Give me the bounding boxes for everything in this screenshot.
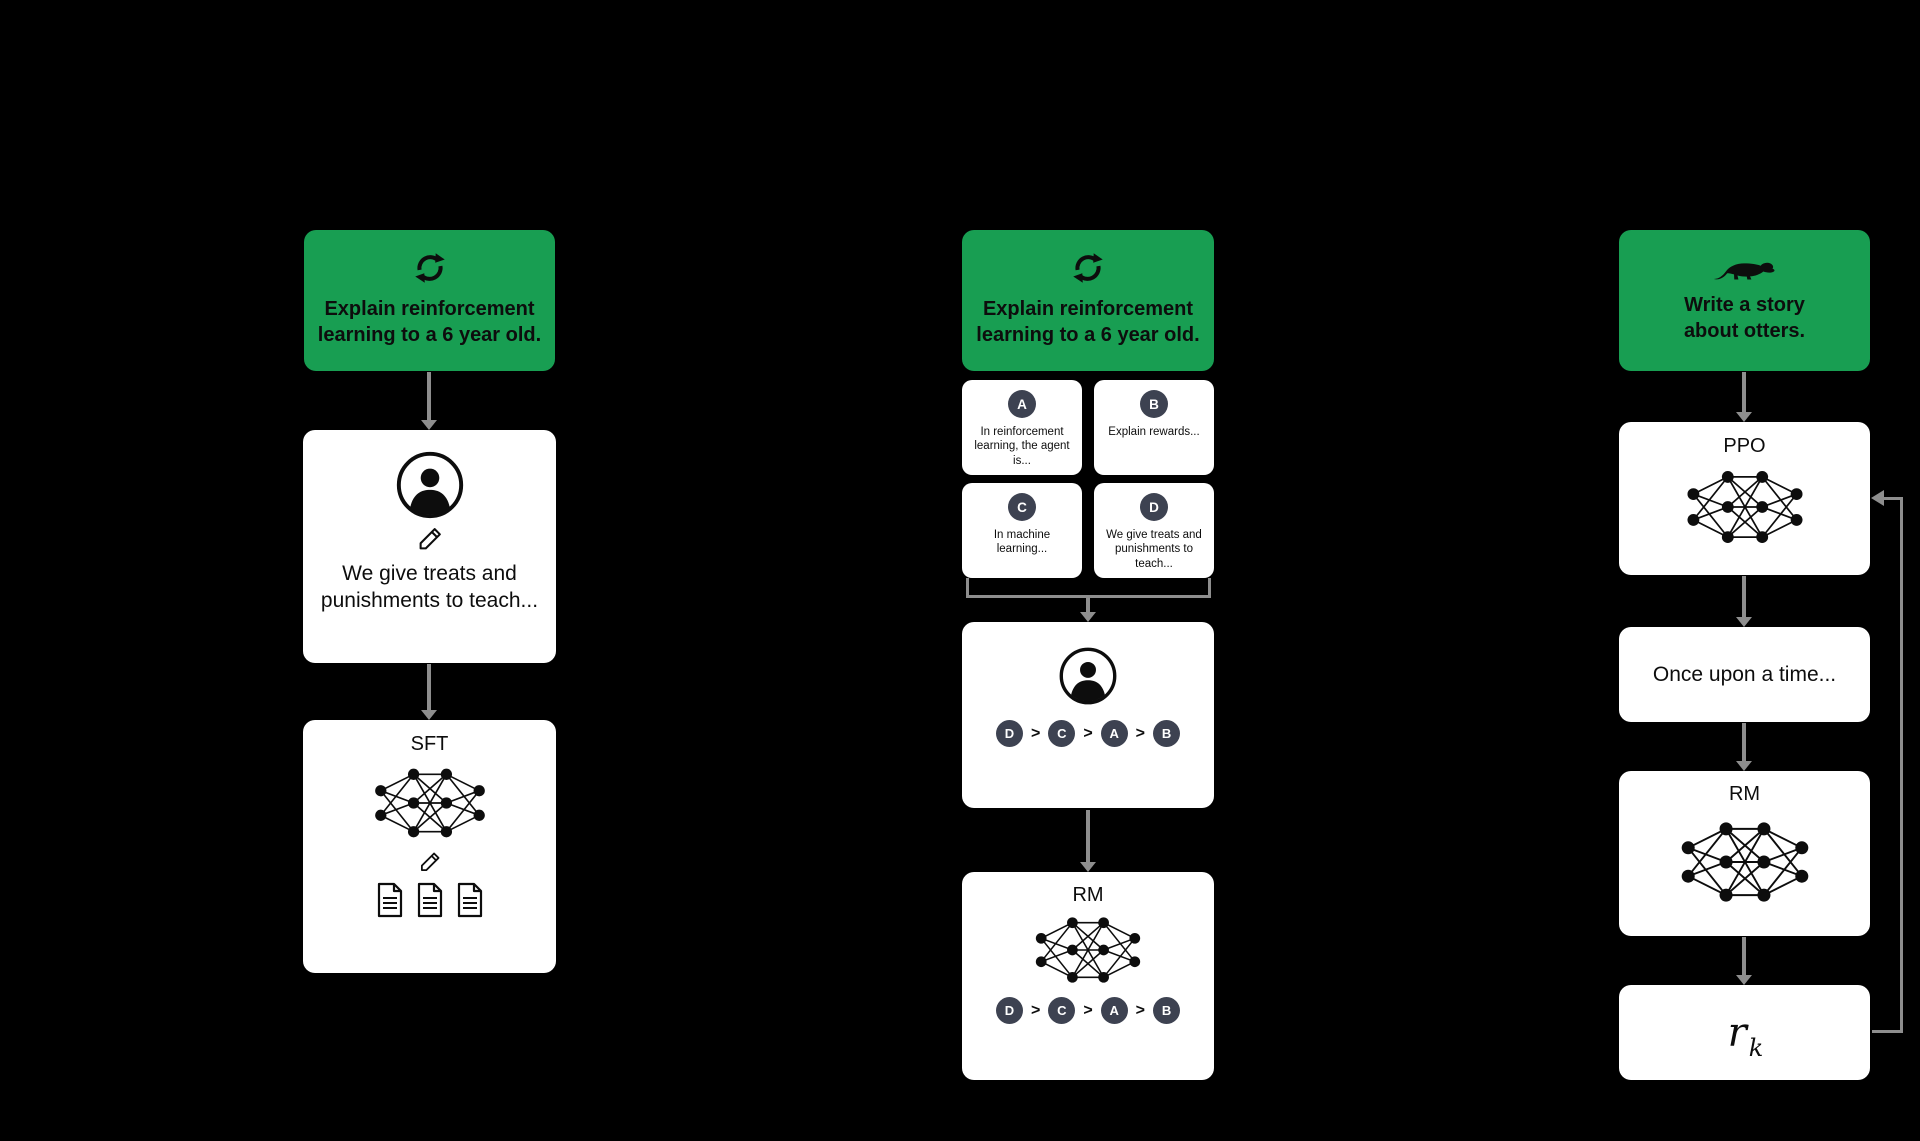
answer-text: In machine learning... xyxy=(993,529,1051,556)
answer-text: In reinforcement learning, the agent is.… xyxy=(974,426,1070,467)
feedback-loop-line xyxy=(1884,497,1903,500)
pencil-icon xyxy=(417,849,443,875)
answer-badge: C xyxy=(1008,493,1036,521)
model-label: PPO xyxy=(1723,435,1766,457)
human-ranking-box: D > C > A > B xyxy=(962,622,1214,808)
prompt-text: Explain reinforcement learning to a 6 ye… xyxy=(976,297,1200,346)
cycle-icon xyxy=(1069,249,1107,287)
rank-separator: > xyxy=(1030,724,1041,742)
rank-badge: D xyxy=(995,720,1023,747)
flow-arrow-down xyxy=(1086,810,1090,862)
rank-badge: A xyxy=(1100,720,1128,747)
neural-network-icon xyxy=(356,762,504,844)
person-icon xyxy=(395,450,465,520)
ppo-model-box: PPO xyxy=(1619,422,1870,575)
prompt-box-rm: Explain reinforcement learning to a 6 ye… xyxy=(962,230,1214,371)
answer-box-a: A In reinforcement learning, the agent i… xyxy=(962,380,1082,475)
sample-output-text: Once upon a time... xyxy=(1652,662,1837,686)
answer-text: Explain rewards... xyxy=(1108,426,1200,438)
model-label: RM xyxy=(1728,783,1761,805)
flow-arrow-down xyxy=(427,664,431,710)
flow-arrow-down xyxy=(1742,576,1746,617)
sft-model-box: SFT xyxy=(303,720,556,973)
neural-network-icon xyxy=(1674,812,1816,912)
prompt-box-ppo: Write a story about otters. xyxy=(1619,230,1870,371)
rank-separator: > xyxy=(1135,1001,1146,1019)
rank-badge: C xyxy=(1048,720,1076,747)
reward-value-box: rk xyxy=(1619,985,1870,1080)
bracket-line xyxy=(966,578,969,597)
prompt-text: Explain reinforcement learning to a 6 ye… xyxy=(317,297,542,346)
bracket-line xyxy=(1208,578,1211,597)
reward-subscript: k xyxy=(1748,1033,1764,1062)
ranking-row: D > C > A > B xyxy=(995,997,1181,1024)
rank-badge: B xyxy=(1153,720,1181,747)
rank-separator: > xyxy=(1083,724,1093,742)
rm-model-box: RM D > C > A > B xyxy=(962,872,1214,1080)
documents-icon xyxy=(377,882,482,918)
demonstration-text: We give treats and punishments to teach.… xyxy=(320,562,539,613)
cycle-icon xyxy=(411,249,449,287)
flow-arrow-down xyxy=(1742,937,1746,975)
ranking-row: D > C > A > B xyxy=(995,720,1181,747)
reward-symbol: rk xyxy=(1727,1009,1764,1060)
neural-network-icon xyxy=(1674,464,1816,550)
answer-badge: A xyxy=(1008,390,1036,418)
answer-box-d: D We give treats and punishments to teac… xyxy=(1094,483,1214,578)
flow-arrow-down xyxy=(1742,723,1746,761)
answer-text: We give treats and punishments to teach.… xyxy=(1106,529,1202,570)
rank-separator: > xyxy=(1083,1001,1093,1019)
rank-separator: > xyxy=(1135,724,1146,742)
prompt-text: Write a story about otters. xyxy=(1683,293,1806,342)
answer-badge: D xyxy=(1140,493,1168,521)
feedback-loop-arrowhead xyxy=(1871,490,1884,506)
pencil-icon xyxy=(415,524,445,554)
reward-model-box: RM xyxy=(1619,771,1870,936)
feedback-loop-line xyxy=(1900,497,1903,1033)
model-label: RM xyxy=(1072,884,1104,906)
person-icon xyxy=(1058,646,1118,706)
otter-icon xyxy=(1712,253,1778,283)
answer-badge: B xyxy=(1140,390,1168,418)
model-label: SFT xyxy=(410,733,449,755)
answer-box-c: C In machine learning... xyxy=(962,483,1082,578)
rank-separator: > xyxy=(1030,1001,1041,1019)
feedback-loop-line xyxy=(1872,1030,1903,1033)
reward-base: r xyxy=(1727,1009,1747,1056)
prompt-box-sft: Explain reinforcement learning to a 6 ye… xyxy=(304,230,555,371)
rank-badge: B xyxy=(1153,997,1181,1024)
neural-network-icon xyxy=(1018,911,1158,989)
rank-badge: A xyxy=(1100,997,1128,1024)
rank-badge: C xyxy=(1048,997,1076,1024)
rank-badge: D xyxy=(995,997,1023,1024)
flow-arrow-down xyxy=(1086,597,1090,612)
flow-arrow-down xyxy=(427,372,431,420)
answer-box-b: B Explain rewards... xyxy=(1094,380,1214,475)
flow-arrow-down xyxy=(1742,372,1746,412)
sample-output-box: Once upon a time... xyxy=(1619,627,1870,722)
human-demonstration-box: We give treats and punishments to teach.… xyxy=(303,430,556,663)
